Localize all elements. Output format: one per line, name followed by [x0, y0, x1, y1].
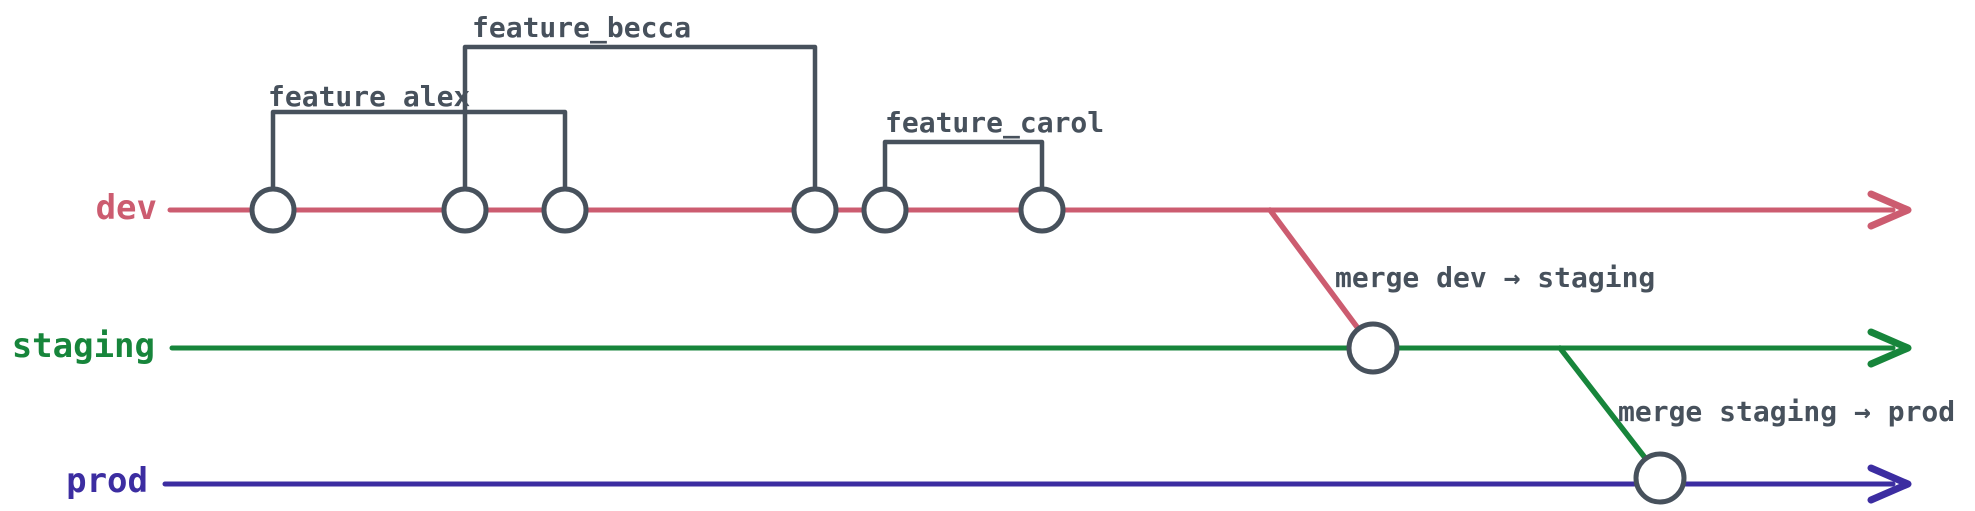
- dev-commit-2: [441, 186, 489, 234]
- branch-staging: staging: [12, 326, 1912, 368]
- merge-dev-to-staging-label: merge dev → staging: [1335, 261, 1655, 294]
- branch-dev: dev: [96, 188, 1912, 230]
- staging-arrowhead-icon: [1867, 328, 1912, 368]
- merge-staging-to-prod-label: merge staging → prod: [1618, 395, 1955, 428]
- dev-commit-4: [791, 186, 839, 234]
- dev-commit-1: [249, 186, 297, 234]
- merge-staging-to-prod-line: [1557, 345, 1649, 462]
- prod-arrowhead-icon: [1867, 464, 1912, 504]
- staging-branch-label: staging: [12, 326, 155, 366]
- dev-branch-label: dev: [96, 188, 157, 228]
- staging-merge-commit: [1346, 321, 1400, 375]
- prod-merge-commit: [1633, 451, 1687, 505]
- feature-becca-bracket: [462, 44, 818, 192]
- dev-commit-3: [541, 186, 589, 234]
- dev-commit-6: [1018, 186, 1066, 234]
- dev-commit-5: [861, 186, 909, 234]
- feature-carol-bracket: [882, 139, 1045, 192]
- branch-prod: prod: [66, 461, 1912, 504]
- feature-becca-label: feature_becca: [472, 11, 691, 44]
- dev-arrowhead-icon: [1867, 190, 1912, 230]
- feature-alex-label: feature_alex: [268, 80, 470, 113]
- feature-alex-bracket: [270, 109, 568, 192]
- prod-branch-label: prod: [66, 461, 148, 501]
- merge-dev-to-staging-line: [1267, 207, 1363, 334]
- feature-carol-label: feature_carol: [885, 106, 1104, 139]
